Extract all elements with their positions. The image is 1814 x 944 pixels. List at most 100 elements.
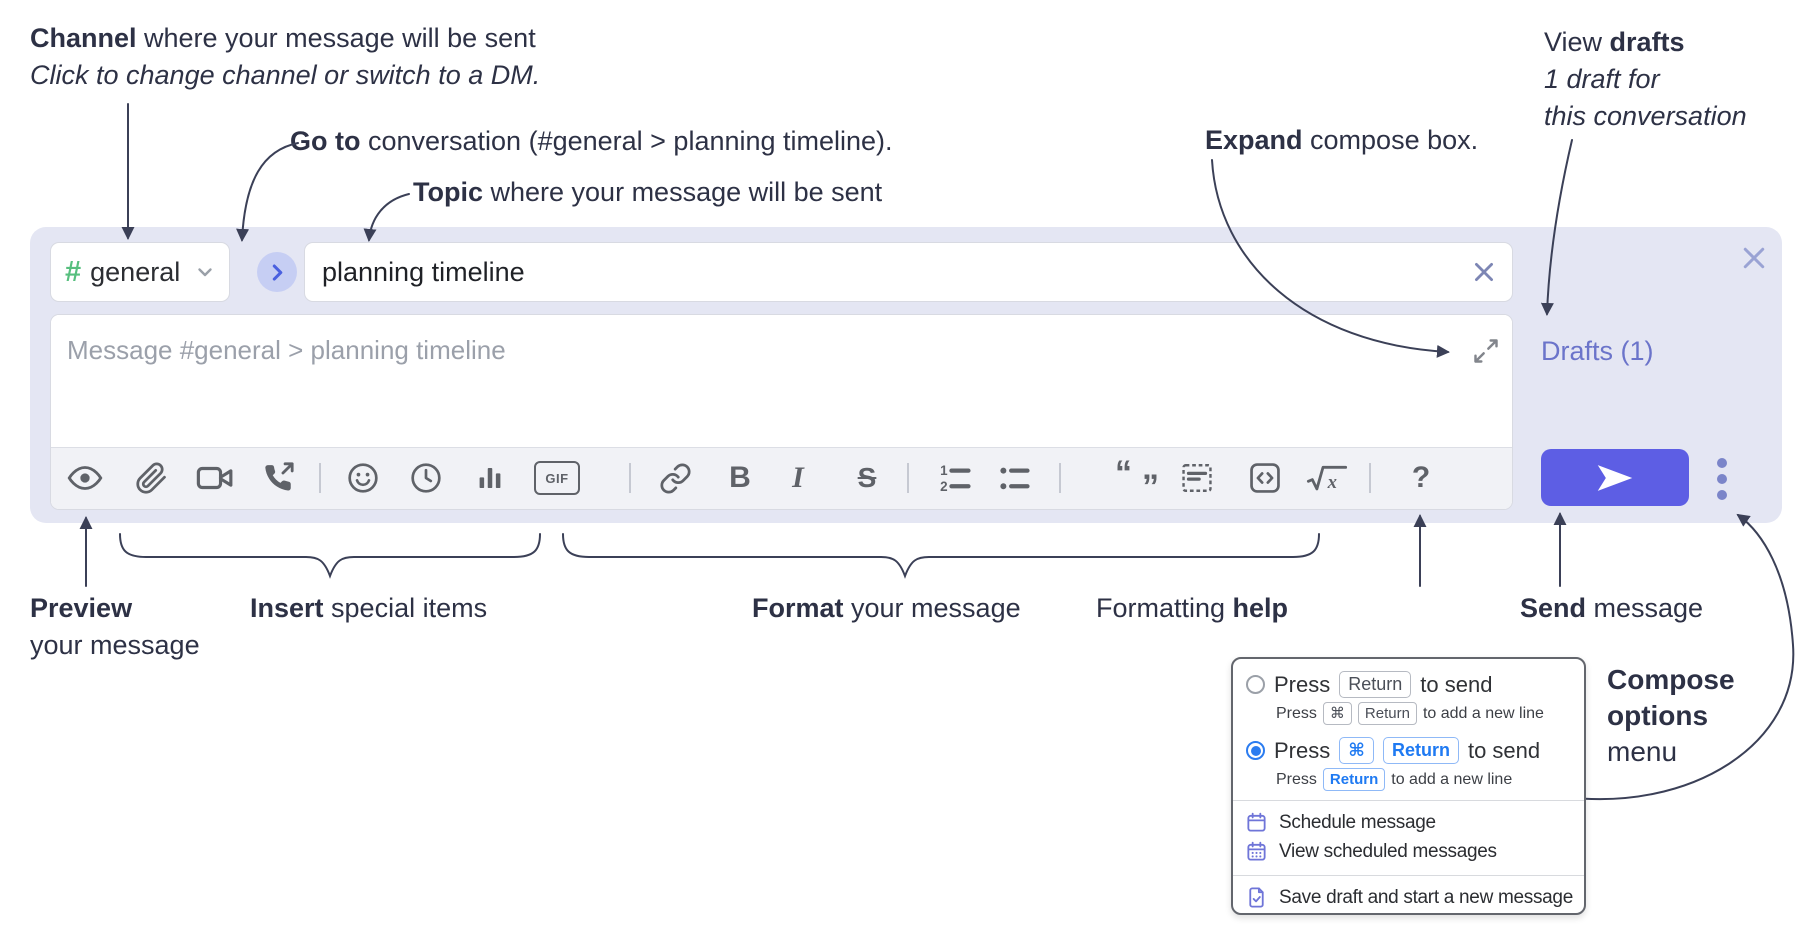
emoji-button[interactable] <box>343 458 383 498</box>
spoiler-icon <box>1182 464 1212 492</box>
strikethrough-button[interactable]: S <box>847 458 887 498</box>
close-icon <box>1743 247 1765 269</box>
insert-annotation: Insert special items <box>250 593 488 623</box>
return-key: Return <box>1357 702 1417 725</box>
menu-divider <box>1233 800 1584 801</box>
compose-options-menu-button[interactable] <box>1708 455 1736 503</box>
bar-chart-icon <box>479 468 501 488</box>
video-call-button[interactable] <box>195 458 235 498</box>
send-plane-icon <box>1597 464 1633 491</box>
toolbar-divider <box>629 463 631 493</box>
formatting-help-button[interactable]: ? <box>1401 458 1441 498</box>
format-annotation: Format your message <box>752 593 1021 623</box>
channel-selector[interactable]: # general <box>50 242 230 302</box>
send-button[interactable] <box>1541 449 1689 506</box>
drafts-link[interactable]: Drafts (1) <box>1541 336 1654 366</box>
cmd-enter-sends-subtext: Press Return to add a new line <box>1276 768 1571 791</box>
quote-button[interactable]: “ ” <box>1115 454 1159 506</box>
channel-hash-icon: # <box>65 255 82 288</box>
save-draft-item[interactable]: Save draft and start a new message <box>1245 883 1573 912</box>
enter-sends-option[interactable]: Press Return to send <box>1246 671 1571 698</box>
close-icon <box>1475 263 1493 281</box>
quote-icon: “ ” <box>1115 454 1159 506</box>
channel-annotation: Channel where your message will be sent … <box>30 23 541 90</box>
message-input[interactable] <box>51 315 1512 447</box>
link-button[interactable] <box>655 458 695 498</box>
code-icon <box>1250 463 1280 493</box>
spoiler-button[interactable] <box>1177 458 1217 498</box>
calendar-grid-icon <box>1247 841 1266 861</box>
math-sqrt-icon: x <box>1306 465 1348 493</box>
expand-annotation: Expand compose box. <box>1205 125 1479 155</box>
compose-options-annotation: Compose options menu <box>1607 664 1735 767</box>
numbered-list-button[interactable]: 1 2 <box>935 458 975 498</box>
compose-box: # general <box>30 227 1782 523</box>
clock-icon <box>411 463 441 493</box>
draft-document-icon <box>1249 887 1264 908</box>
format-brace <box>562 533 1320 579</box>
audio-call-button[interactable] <box>258 458 298 498</box>
bulleted-list-button[interactable] <box>994 458 1034 498</box>
preview-button[interactable] <box>65 458 105 498</box>
calendar-icon <box>1247 812 1266 832</box>
ellipsis-icon <box>1717 490 1727 500</box>
clear-topic-button[interactable] <box>1471 259 1497 285</box>
svg-text:1: 1 <box>940 463 948 478</box>
italic-icon: I <box>792 461 804 494</box>
video-camera-icon <box>196 466 233 490</box>
code-button[interactable] <box>1245 458 1285 498</box>
formatting-help-annotation: Formatting help <box>1096 593 1289 623</box>
eye-icon <box>67 466 103 490</box>
gif-icon: GIF <box>534 461 580 495</box>
toolbar-divider <box>907 463 909 493</box>
toolbar-divider <box>319 463 321 493</box>
toolbar-divider <box>1369 463 1371 493</box>
close-compose-button[interactable] <box>1739 243 1769 273</box>
smiley-icon <box>348 463 378 493</box>
preview-annotation: Preview your message <box>30 593 200 660</box>
gif-button[interactable]: GIF <box>534 458 580 498</box>
bold-icon: B <box>729 461 751 494</box>
strikethrough-icon: S <box>857 462 877 493</box>
attach-file-button[interactable] <box>131 458 171 498</box>
goto-annotation: Go to conversation (#general > planning … <box>290 126 893 156</box>
svg-text:2: 2 <box>940 479 947 494</box>
chevron-right-icon <box>272 264 283 281</box>
topic-input[interactable] <box>304 242 1513 302</box>
channel-name: general <box>90 256 181 287</box>
bulleted-list-icon <box>1000 467 1030 490</box>
compose-options-menu: Press Return to send Press ⌘ Return to a… <box>1231 657 1586 915</box>
radio-unselected[interactable] <box>1246 675 1265 694</box>
svg-text:x: x <box>1327 472 1337 493</box>
numbered-list-icon: 1 2 <box>940 463 971 494</box>
bold-button[interactable]: B <box>720 458 760 498</box>
cmd-key: ⌘ <box>1322 702 1352 725</box>
send-annotation: Send message <box>1520 593 1704 623</box>
return-key: Return <box>1382 737 1459 764</box>
schedule-message-item[interactable]: Schedule message <box>1245 808 1572 837</box>
poll-button[interactable] <box>470 458 510 498</box>
expand-icon <box>1474 339 1498 363</box>
toolbar-divider <box>1059 463 1061 493</box>
global-time-button[interactable] <box>406 458 446 498</box>
compose-toolbar: GIF B I S <box>51 447 1512 509</box>
question-mark-icon: ? <box>1411 461 1431 494</box>
enter-sends-subtext: Press ⌘ Return to add a new line <box>1276 702 1571 725</box>
menu-divider <box>1233 875 1584 876</box>
expand-compose-button[interactable] <box>1472 337 1500 365</box>
cmd-key: ⌘ <box>1339 737 1374 764</box>
chevron-down-icon <box>198 268 212 277</box>
view-drafts-annotation: View drafts 1 draft for this conversatio… <box>1544 27 1747 131</box>
link-icon <box>660 463 690 493</box>
paperclip-icon <box>135 462 166 494</box>
ellipsis-icon <box>1717 474 1727 484</box>
return-key: Return <box>1322 768 1386 791</box>
view-scheduled-messages-item[interactable]: View scheduled messages <box>1245 837 1572 866</box>
cmd-enter-sends-option[interactable]: Press ⌘ Return to send <box>1246 737 1571 764</box>
message-box: GIF B I S <box>50 314 1513 510</box>
go-to-conversation-button[interactable] <box>257 252 297 292</box>
italic-button[interactable]: I <box>778 458 818 498</box>
radio-selected[interactable] <box>1246 741 1265 760</box>
math-button[interactable]: x <box>1304 458 1350 498</box>
